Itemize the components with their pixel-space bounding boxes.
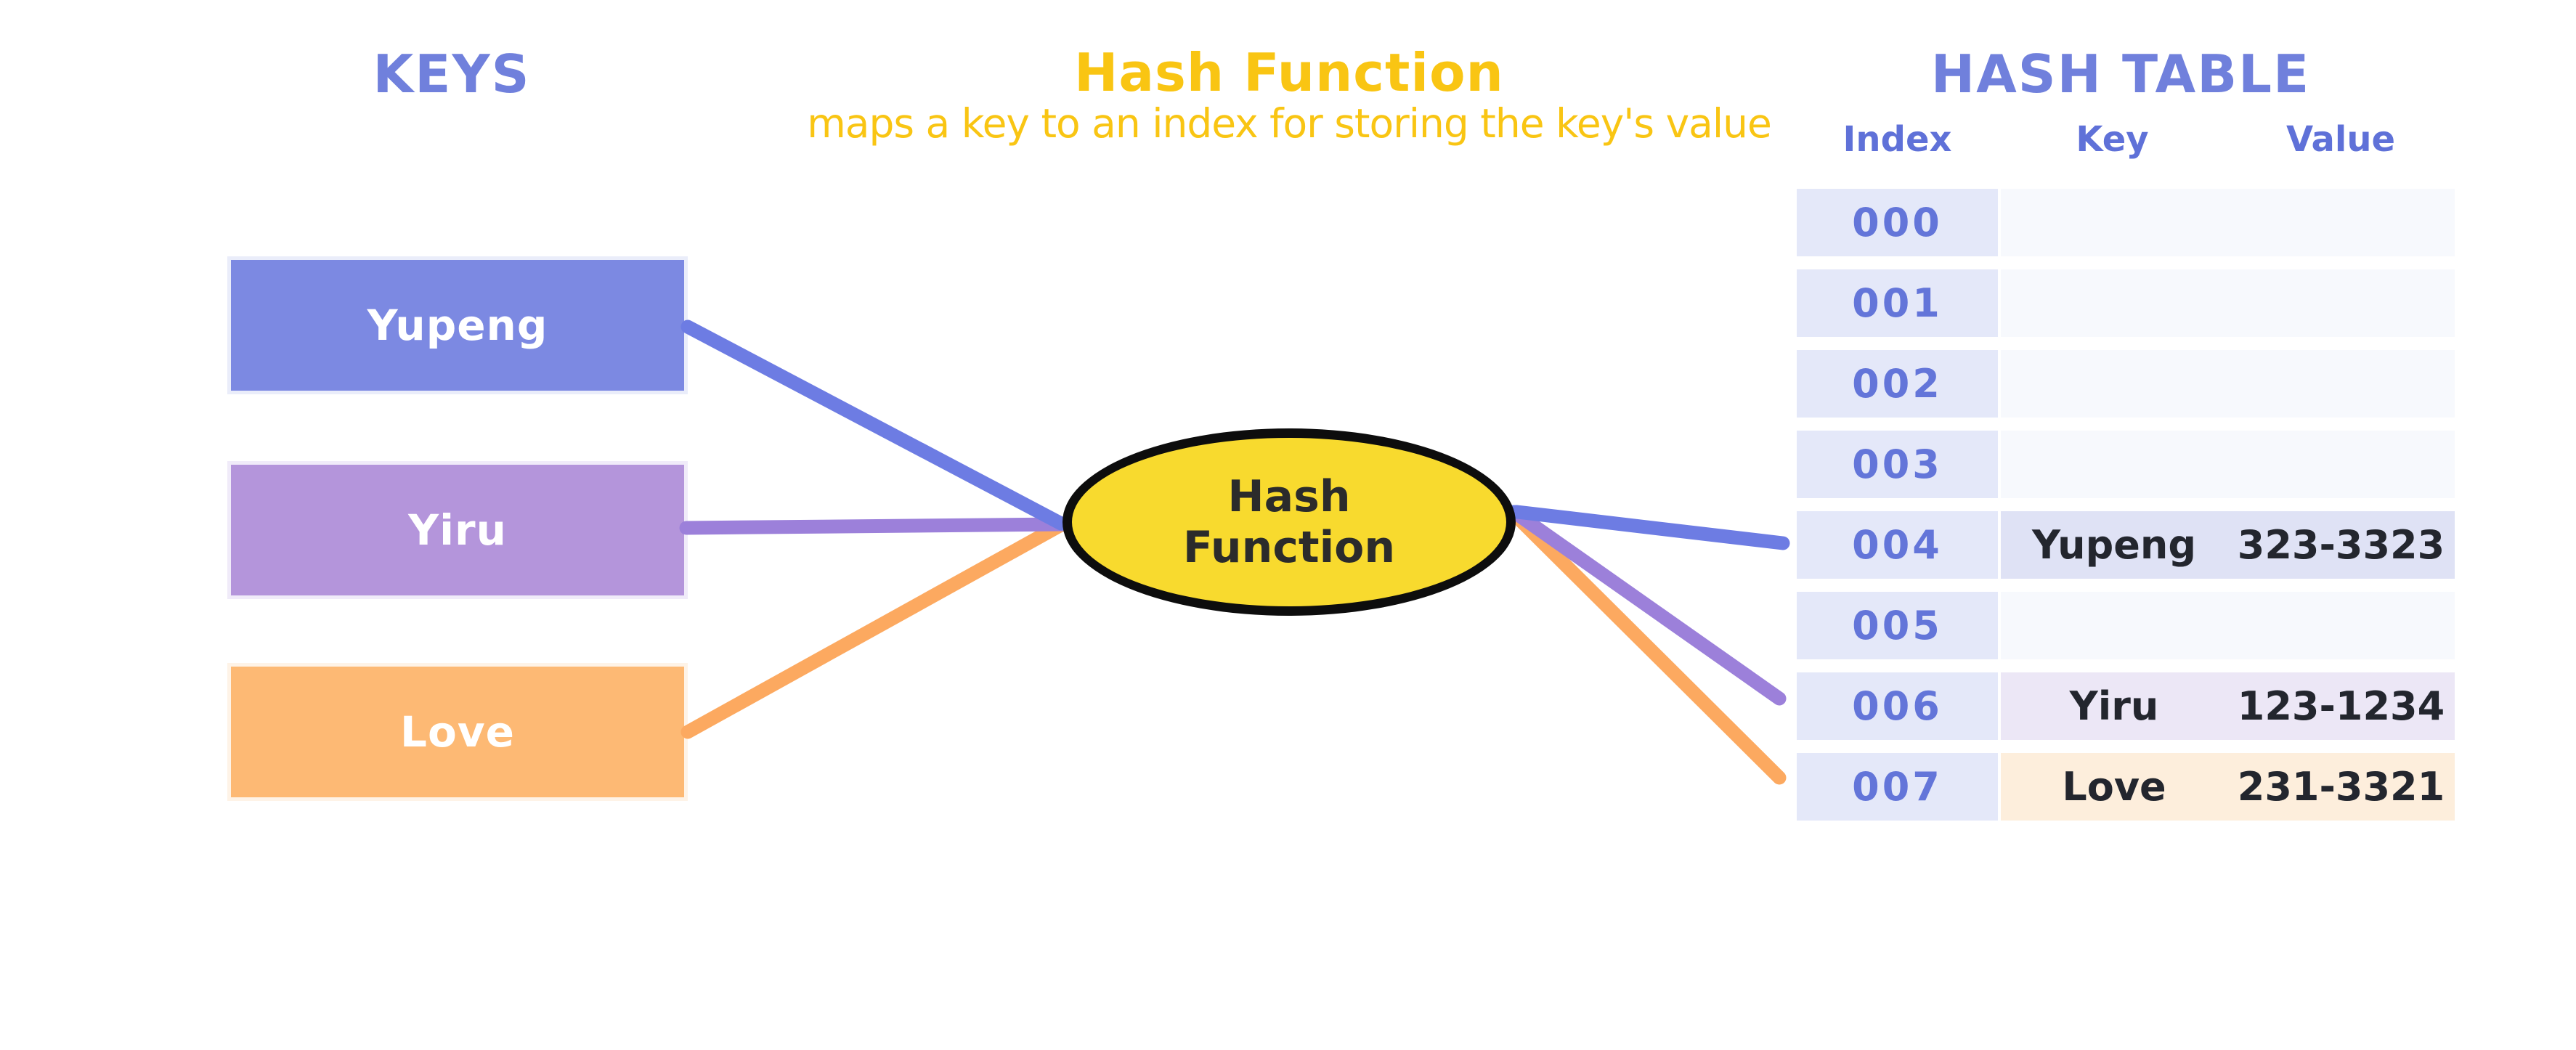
table-row: 000 <box>1797 189 2455 256</box>
key-box-love: Love <box>227 663 688 801</box>
key-box-label: Love <box>400 707 515 757</box>
value-cell: 323-3323 <box>2237 522 2445 568</box>
ellipse-label-line2: Function <box>1182 522 1396 573</box>
key-value-cell: Love 231-3321 <box>2001 753 2455 821</box>
value-cell: 231-3321 <box>2237 764 2445 810</box>
key-box-yupeng: Yupeng <box>227 256 688 394</box>
hash-function-subtitle: maps a key to an index for storing the k… <box>807 100 1772 147</box>
index-cell: 005 <box>1797 592 1998 659</box>
key-box-label: Yiru <box>408 505 507 555</box>
key-value-cell: Yiru 123-1234 <box>2001 672 2455 740</box>
index-cell: 001 <box>1797 269 1998 337</box>
key-value-cell <box>2001 189 2455 256</box>
key-cell: Yupeng <box>2032 522 2196 568</box>
hash-table: 000 001 002 003 <box>1797 189 2455 834</box>
key-value-cell <box>2001 350 2455 418</box>
index-cell: 007 <box>1797 753 1998 821</box>
key-cell: Yiru <box>2069 683 2159 729</box>
key-box-label: Yupeng <box>367 301 548 350</box>
table-row: 001 <box>1797 269 2455 337</box>
index-cell: 004 <box>1797 511 1998 579</box>
table-row: 005 <box>1797 592 2455 659</box>
index-cell: 000 <box>1797 189 1998 256</box>
table-row: 002 <box>1797 350 2455 418</box>
table-row: 004 Yupeng 323-3323 <box>1797 511 2455 579</box>
hash-table-title: HASH TABLE <box>1930 44 2311 105</box>
key-value-cell <box>2001 269 2455 337</box>
key-box-yiru: Yiru <box>227 461 688 599</box>
hash-function-ellipse: Hash Function <box>1063 428 1516 616</box>
key-value-cell <box>2001 592 2455 659</box>
hash-function-title: Hash Function <box>1074 42 1504 103</box>
index-cell: 006 <box>1797 672 1998 740</box>
table-header-value: Value <box>2286 119 2396 160</box>
index-cell: 003 <box>1797 431 1998 498</box>
table-row: 007 Love 231-3321 <box>1797 753 2455 821</box>
index-cell: 002 <box>1797 350 1998 418</box>
table-row: 006 Yiru 123-1234 <box>1797 672 2455 740</box>
key-cell: Love <box>2062 764 2166 810</box>
table-header-key: Key <box>2076 119 2149 160</box>
keys-title: KEYS <box>373 44 531 105</box>
key-value-cell: Yupeng 323-3323 <box>2001 511 2455 579</box>
key-value-cell <box>2001 431 2455 498</box>
ellipse-label-line1: Hash <box>1227 471 1351 522</box>
table-header-index: Index <box>1842 119 1952 160</box>
table-row: 003 <box>1797 431 2455 498</box>
value-cell: 123-1234 <box>2237 683 2445 729</box>
